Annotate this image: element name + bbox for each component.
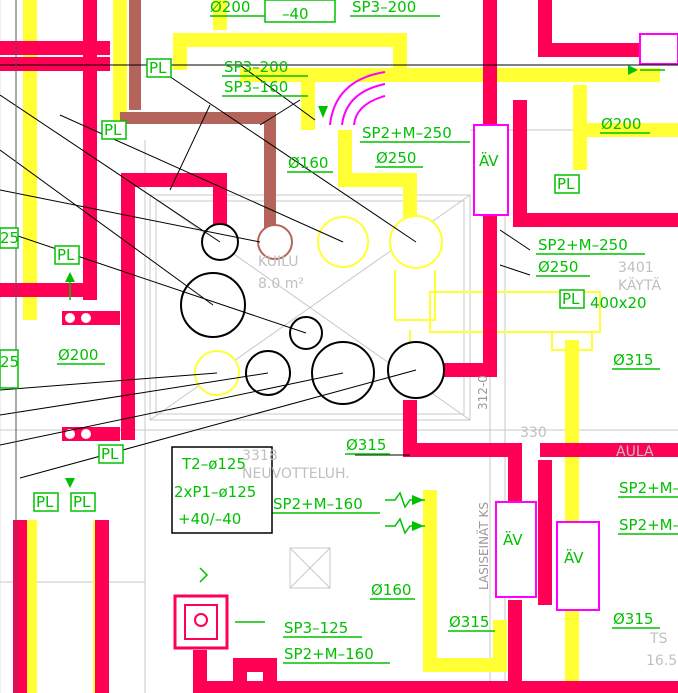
room-kayta: KÄYTÄ bbox=[618, 276, 661, 294]
av-label-top: ÄV bbox=[479, 151, 499, 170]
av-unit-mid bbox=[495, 501, 537, 598]
label-sp2m160-low: SP2+M–160 bbox=[284, 645, 374, 663]
label-sp3-200: SP3–200 bbox=[224, 58, 288, 76]
pl-tags bbox=[0, 0, 585, 512]
label-sp3-200-top: SP3–200 bbox=[352, 0, 416, 16]
supply-ducts bbox=[23, 0, 678, 693]
flow-arrows bbox=[65, 65, 638, 531]
extract-duct-brown bbox=[120, 0, 276, 240]
valve-box bbox=[173, 594, 229, 650]
room-neuvotteluh: NEUVOTTELUH. bbox=[242, 466, 350, 482]
room-3318: 3318 bbox=[242, 448, 278, 464]
label-d315-low-right: Ø315 bbox=[613, 610, 653, 628]
label-d160-a: Ø160 bbox=[288, 154, 328, 172]
label-d315-right: Ø315 bbox=[613, 351, 653, 369]
label-d315-low: Ø315 bbox=[449, 613, 489, 631]
label-d200-right: Ø200 bbox=[601, 115, 641, 133]
label-d160-b: Ø160 bbox=[371, 581, 411, 599]
wall-lasiseinat: LASISEINÄT KS bbox=[476, 502, 491, 590]
note-line-2: 2xP1–ø125 bbox=[174, 483, 256, 501]
room-330: 330 bbox=[520, 425, 547, 441]
room-ts: TS bbox=[649, 631, 668, 647]
label-duct-400: 400x20 bbox=[590, 294, 647, 312]
pl-tag-4: PL bbox=[101, 445, 119, 463]
room-aula: AULA bbox=[616, 444, 654, 460]
note-line-3: +40/–40 bbox=[178, 510, 241, 528]
room-165: 16.5 bbox=[646, 653, 677, 669]
note-line-1: T2–ø125 bbox=[181, 455, 246, 473]
label-d250-a: Ø250 bbox=[376, 149, 416, 167]
label-minus40-top: –40 bbox=[282, 5, 309, 23]
label-d200-top: Ø200 bbox=[210, 0, 250, 16]
label-num-25-a: 25 bbox=[0, 229, 19, 247]
room-3401: 3401 bbox=[618, 260, 654, 276]
pl-tag-8: PL bbox=[562, 290, 580, 308]
pl-tag-5: PL bbox=[36, 493, 54, 511]
supply-duct-details bbox=[394, 270, 601, 351]
terminal-11 bbox=[63, 311, 77, 325]
label-num-25-b: 25 bbox=[0, 353, 19, 371]
label-sp2m-right-b: SP2+M– bbox=[619, 516, 678, 534]
label-d200-left: Ø200 bbox=[58, 346, 98, 364]
room-kuilu-area: 8.0 m² bbox=[258, 276, 304, 292]
pl-tag-6: PL bbox=[73, 493, 91, 511]
label-sp2m250-a: SP2+M–250 bbox=[362, 124, 452, 142]
label-sp2m-right-a: SP2+M– bbox=[619, 479, 678, 497]
av-units bbox=[473, 33, 678, 611]
room-labels: 3401 KÄYTÄ KUILU 8.0 m² 3318 NEUVOTTELUH… bbox=[242, 254, 677, 669]
av-label-right: ÄV bbox=[564, 548, 584, 567]
label-sp3-160: SP3–160 bbox=[224, 78, 288, 96]
label-sp2m160-mid: SP2+M–160 bbox=[273, 495, 363, 513]
label-d315-mid: Ø315 bbox=[346, 436, 386, 454]
label-sp3-125: SP3–125 bbox=[284, 619, 348, 637]
label-d250-b: Ø250 bbox=[538, 258, 578, 276]
label-underlines bbox=[57, 15, 678, 664]
terminal-14 bbox=[79, 427, 93, 441]
av-unit-top bbox=[473, 124, 509, 216]
wall-312: 312-0 bbox=[476, 375, 490, 410]
av-label-mid: ÄV bbox=[503, 530, 523, 549]
pl-tag-2: PL bbox=[104, 121, 122, 139]
pl-tag-7: PL bbox=[557, 175, 575, 193]
elbow-fitting bbox=[329, 71, 386, 126]
labels: Ø200 –40 SP3–200 SP3–200 SP3–160 SP2+M–2… bbox=[0, 0, 678, 663]
room-kuilu: KUILU bbox=[258, 254, 299, 270]
cap-unit bbox=[639, 33, 678, 65]
terminal-12 bbox=[79, 311, 93, 325]
pl-tag-1: PL bbox=[149, 59, 167, 77]
note-box bbox=[171, 446, 273, 534]
av-unit-right bbox=[556, 521, 600, 611]
label-sp2m250-b: SP2+M–250 bbox=[538, 236, 628, 254]
pl-tag-3: PL bbox=[57, 246, 75, 264]
